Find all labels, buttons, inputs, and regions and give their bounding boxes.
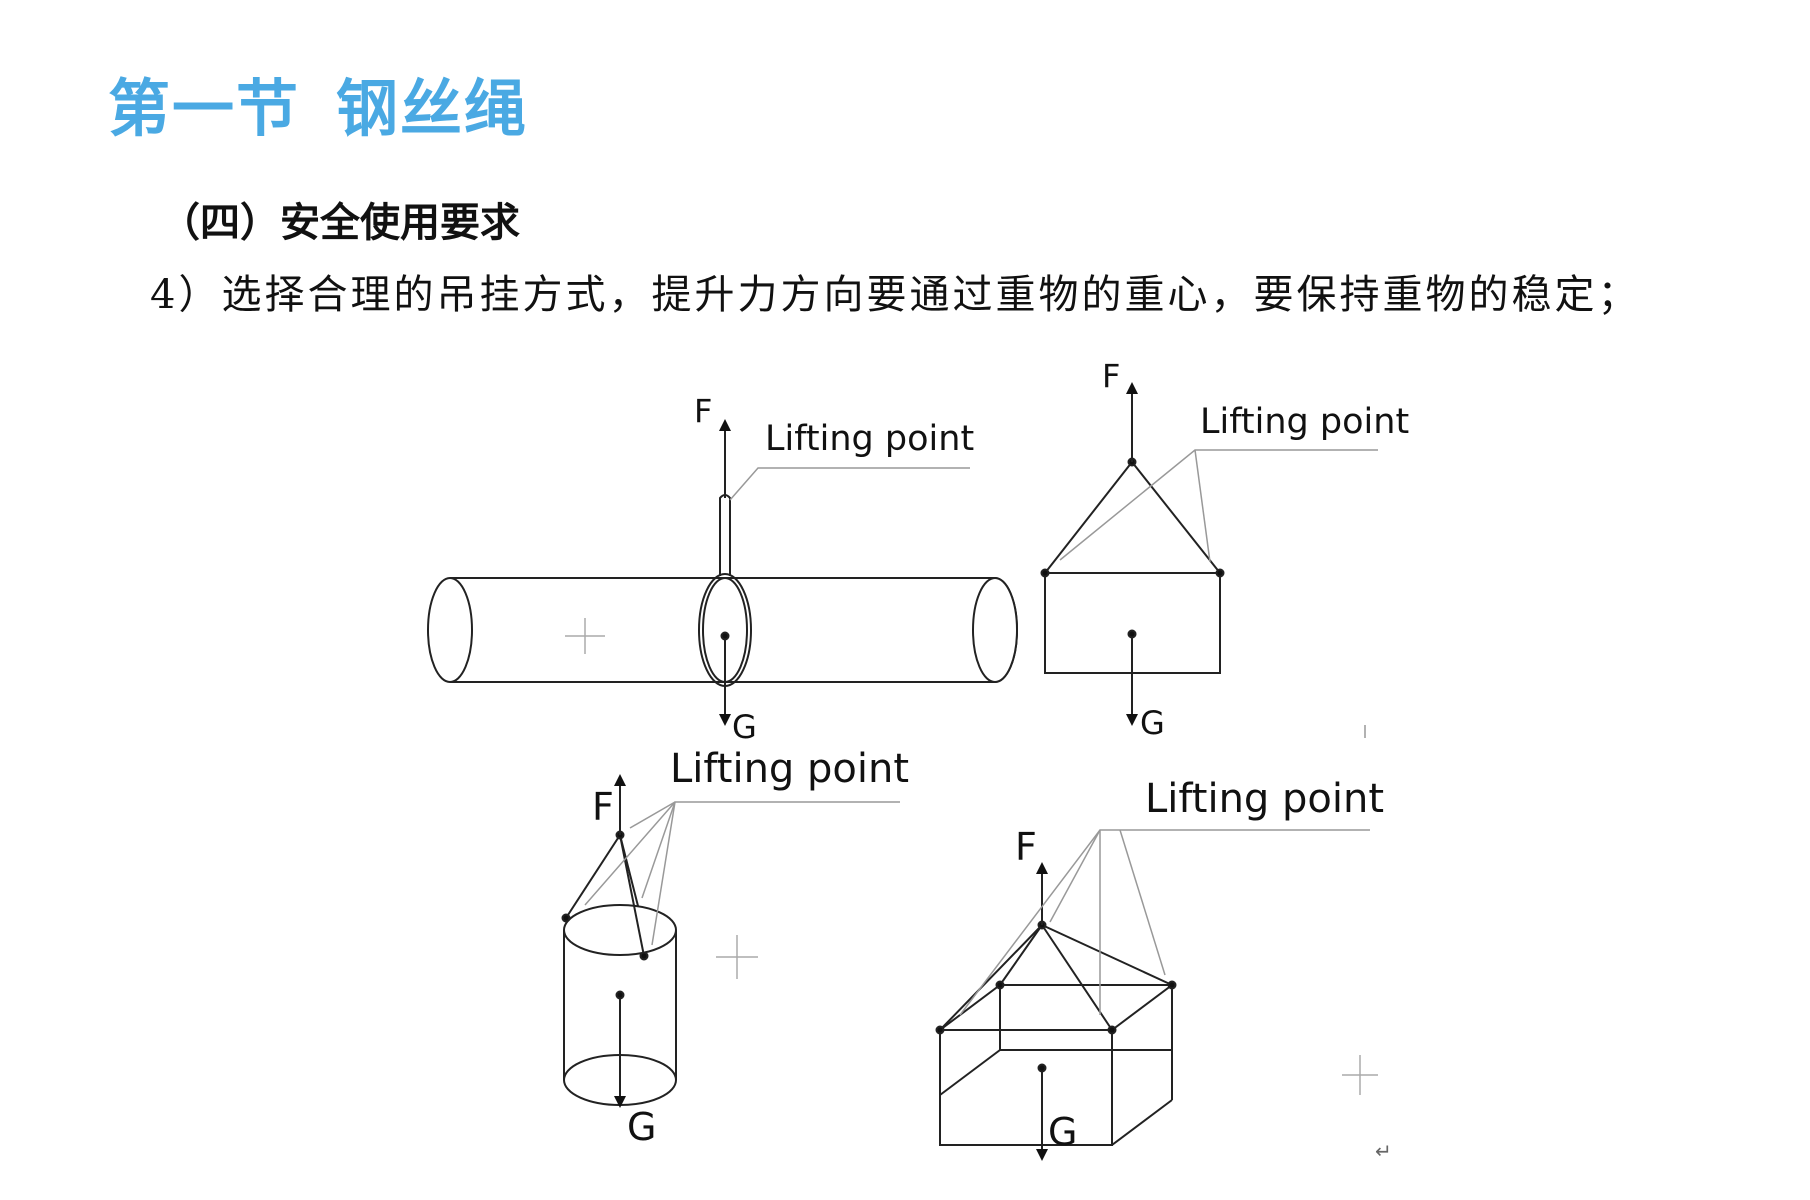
label-f-4: F <box>1015 825 1037 869</box>
label-f-3: F <box>592 785 614 829</box>
diagram-cylinder-vertical <box>561 774 900 1108</box>
label-lifting-point-3: Lifting point <box>670 746 909 792</box>
section-name: 钢丝绳 <box>336 72 529 145</box>
label-lifting-point-2: Lifting point <box>1200 402 1409 442</box>
label-g-4: G <box>1048 1110 1077 1154</box>
subheading: （四）安全使用要求 <box>160 199 520 246</box>
paragraph-mark: ↵ <box>1375 1139 1392 1163</box>
label-f-1: F <box>694 392 712 430</box>
section-title: 第一节钢丝绳 <box>108 58 528 148</box>
label-lifting-point-4: Lifting point <box>1145 776 1384 822</box>
lifting-diagram: F Lifting point G F Lifting point G <box>427 357 1409 1163</box>
label-lifting-point-1: Lifting point <box>765 419 974 459</box>
diagram-box-two-slings <box>1040 382 1378 738</box>
paragraph: 4）选择合理的吊挂方式，提升力方向要通过重物的重心，要保持重物的稳定； <box>150 272 1641 318</box>
label-f-2: F <box>1102 357 1120 395</box>
diagram-cylinder-horizontal <box>427 419 1018 726</box>
section-number: 第一节 <box>108 72 301 145</box>
label-g-1: G <box>732 708 757 746</box>
label-g-3: G <box>627 1105 656 1149</box>
diagram-box-four-slings <box>935 829 1378 1161</box>
label-g-2: G <box>1140 704 1165 742</box>
